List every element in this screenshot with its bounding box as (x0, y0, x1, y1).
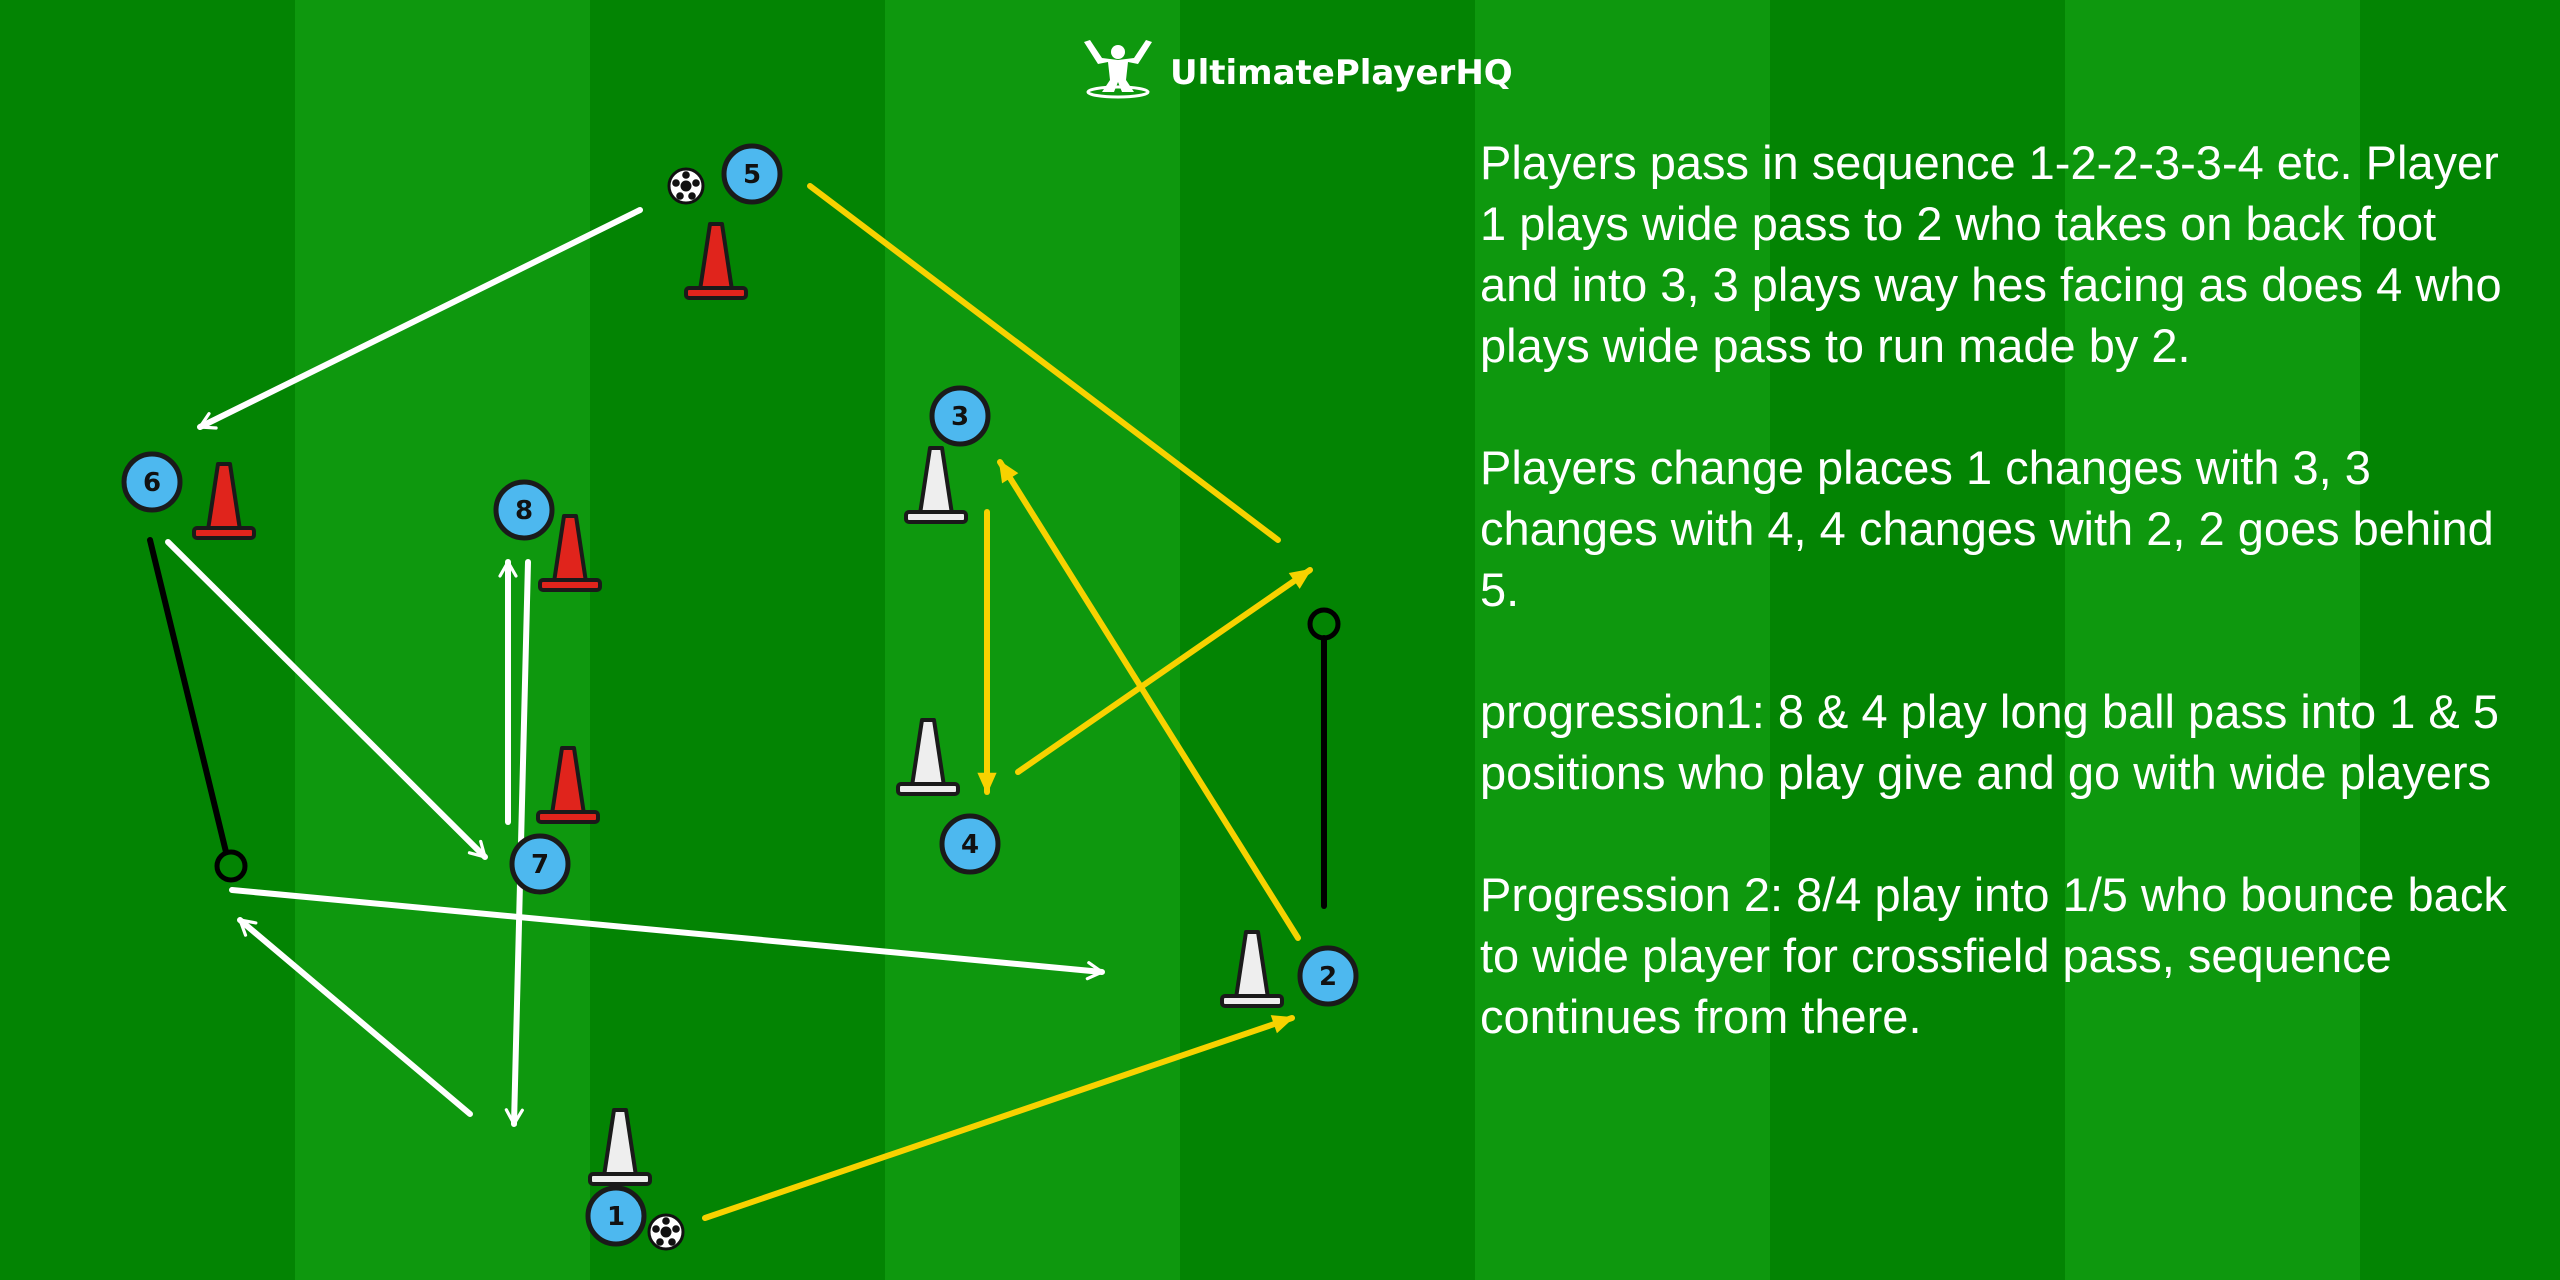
red-cone (192, 462, 256, 540)
white-cone (904, 446, 968, 524)
red-cone (538, 514, 602, 592)
drill-instructions: Players pass in sequence 1-2-2-3-3-4 etc… (1480, 132, 2520, 1047)
player-number: 5 (743, 160, 761, 190)
brand-logo: UltimatePlayerHQ (1084, 40, 1513, 99)
player-7: 7 (509, 833, 571, 895)
run-6-end-marker (214, 849, 248, 883)
pitch-stripe (2360, 0, 2560, 1280)
white-cone (1220, 930, 1284, 1008)
player-number: 7 (531, 850, 549, 880)
player-5: 5 (721, 143, 783, 205)
pass-6-to-7 (165, 539, 488, 860)
player-6: 6 (121, 451, 183, 513)
red-cone (684, 222, 748, 300)
pass-crossfield (229, 887, 1105, 981)
players: 1 2 3 4 5 6 7 8 (121, 143, 1359, 1247)
player-number: 3 (951, 402, 969, 432)
run-2-end-marker (1307, 607, 1341, 641)
pass-2-to-3 (997, 459, 1301, 941)
pitch-stripe (0, 0, 300, 1280)
instruction-progression-1: progression1: 8 & 4 play long ball pass … (1480, 685, 2499, 799)
pitch-stripe (1475, 0, 1775, 1280)
soccer-ball-icon (667, 167, 705, 205)
pitch-stripe (2065, 0, 2365, 1280)
pitch-stripe (295, 0, 595, 1280)
player-4: 4 (939, 813, 1001, 875)
run-6 (147, 537, 229, 855)
player-3: 3 (929, 385, 991, 447)
player-2: 2 (1297, 945, 1359, 1007)
cones (192, 222, 1284, 1186)
pitch-stripe (885, 0, 1185, 1280)
white-cone (588, 1108, 652, 1186)
soccer-ball-icon (647, 1213, 685, 1251)
pass-5-route (807, 183, 1281, 543)
balls (647, 167, 705, 1251)
brand-name: UltimatePlayerHQ (1170, 53, 1513, 93)
instruction-change-places: Players change places 1 changes with 3, … (1480, 441, 2494, 616)
player-number: 6 (143, 468, 161, 498)
player-number: 4 (961, 830, 979, 860)
player-number: 1 (607, 1202, 625, 1232)
pitch-stripe (1770, 0, 2070, 1280)
pass-back-to-wide (237, 917, 473, 1117)
player-celebrating-icon (1084, 40, 1152, 99)
pass-5-to-6 (197, 207, 643, 430)
player-8: 8 (493, 479, 555, 541)
pitch-stripe (1180, 0, 1480, 1280)
pass-4-wide (1015, 567, 1313, 775)
white-cone (896, 718, 960, 796)
pass-1-to-2 (702, 1015, 1295, 1221)
red-cone (536, 746, 600, 824)
instruction-sequence: Players pass in sequence 1-2-2-3-3-4 etc… (1480, 136, 2502, 372)
instruction-progression-2: Progression 2: 8/4 play into 1/5 who bou… (1480, 868, 2507, 1043)
player-1: 1 (585, 1185, 647, 1247)
player-number: 8 (515, 496, 533, 526)
player-number: 2 (1319, 962, 1337, 992)
